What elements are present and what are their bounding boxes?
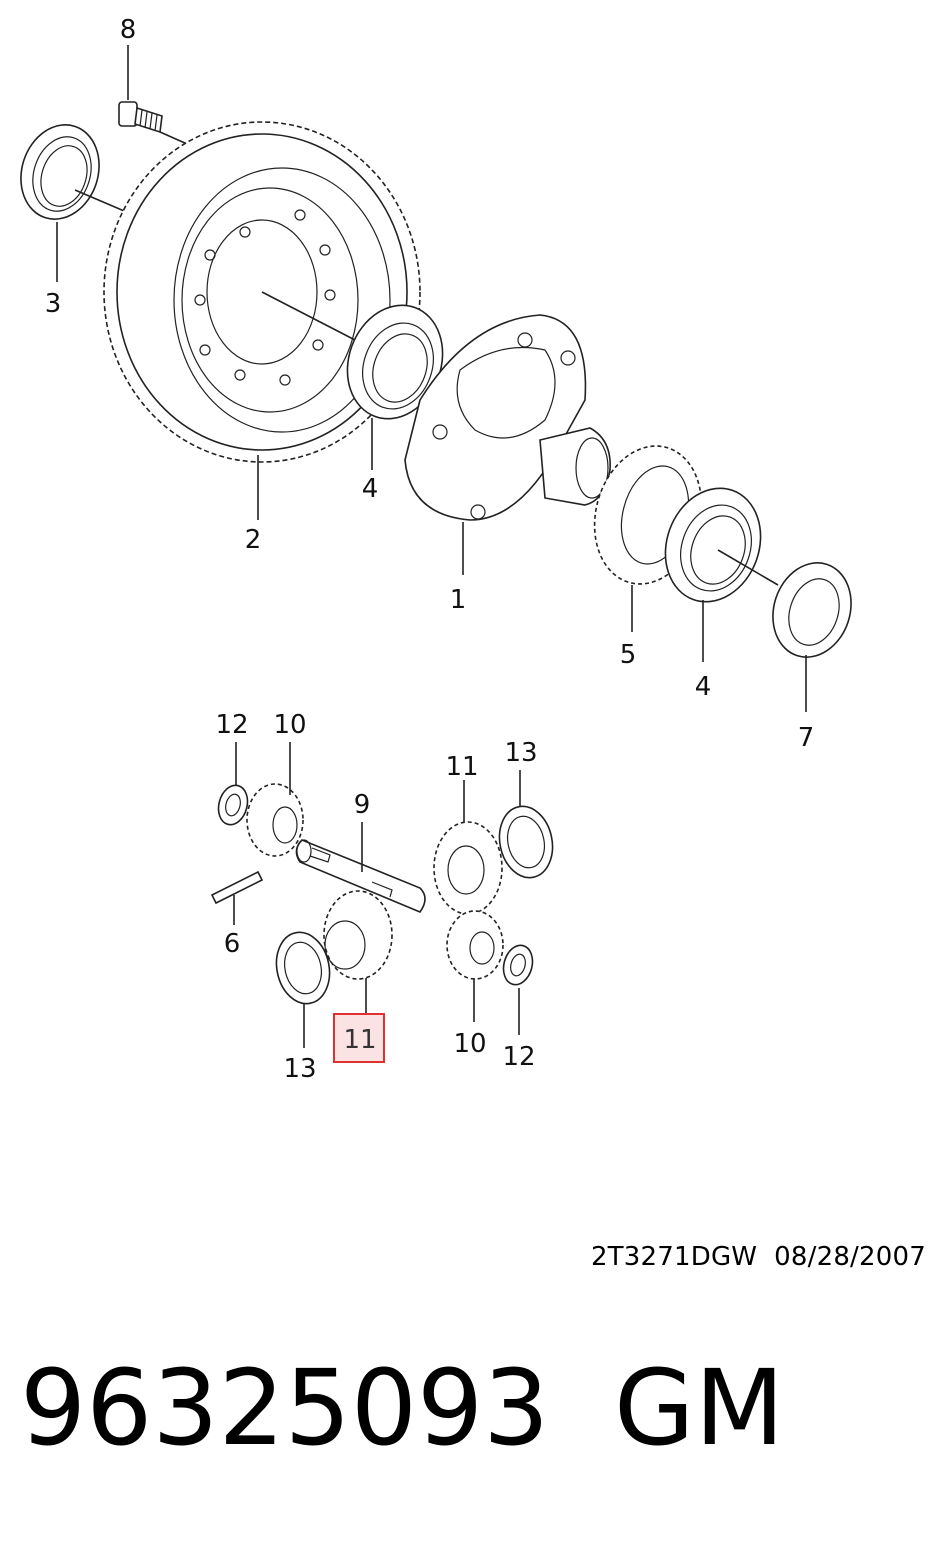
callout-8[interactable]: 8: [120, 15, 137, 45]
callout-6[interactable]: 6: [224, 929, 241, 959]
callout-13-upper[interactable]: 13: [504, 738, 537, 768]
document-code: 2T3271DGW 08/28/2007: [590, 1242, 926, 1272]
callout-11-lower[interactable]: 11: [343, 1025, 376, 1055]
callout-3[interactable]: 3: [45, 289, 62, 319]
callout-11-upper[interactable]: 11: [445, 752, 478, 782]
exploded-parts-diagram: 8 3 2 4 1 5 4 7 12 10 9 11 13 6 13 10 12…: [20, 15, 852, 1084]
bearing-part-4-left: [346, 304, 444, 470]
callout-12-upper[interactable]: 12: [215, 710, 248, 740]
callout-1[interactable]: 1: [450, 585, 467, 615]
side-gear-part-11-upper: [433, 780, 503, 915]
callout-7[interactable]: 7: [798, 723, 815, 753]
callout-13-lower[interactable]: 13: [283, 1054, 316, 1084]
callout-9[interactable]: 9: [354, 790, 371, 820]
pin-part-6: [210, 870, 264, 925]
pinion-shaft-part-9: [295, 822, 426, 913]
callout-4-left[interactable]: 4: [362, 474, 379, 504]
callout-10-upper[interactable]: 10: [273, 710, 306, 740]
washer-part-12-upper: [217, 742, 249, 826]
differential-case-part-1: [404, 314, 611, 575]
callout-10-lower[interactable]: 10: [453, 1029, 486, 1059]
thrust-washer-part-13-upper: [498, 770, 554, 879]
pinion-gear-part-10-upper: [246, 742, 304, 857]
bearing-part-4-right: [664, 487, 779, 662]
callout-12-lower[interactable]: 12: [502, 1042, 535, 1072]
callout-2[interactable]: 2: [245, 525, 262, 555]
brand-name: GM: [614, 1347, 785, 1469]
callout-4-right[interactable]: 4: [695, 672, 712, 702]
highlight-box: [333, 1013, 385, 1063]
oil-seal-part-7: [772, 562, 852, 712]
oil-seal-part-3: [20, 124, 151, 282]
callout-5[interactable]: 5: [620, 640, 637, 670]
part-number: 96325093: [20, 1347, 550, 1469]
ring-gear-part-2: [103, 121, 421, 520]
side-gear-part-11-lower: [323, 890, 393, 1013]
washer-part-12-lower: [502, 944, 534, 1035]
thrust-washer-part-13-lower: [275, 931, 331, 1048]
pinion-gear-part-10-lower: [446, 910, 504, 1022]
